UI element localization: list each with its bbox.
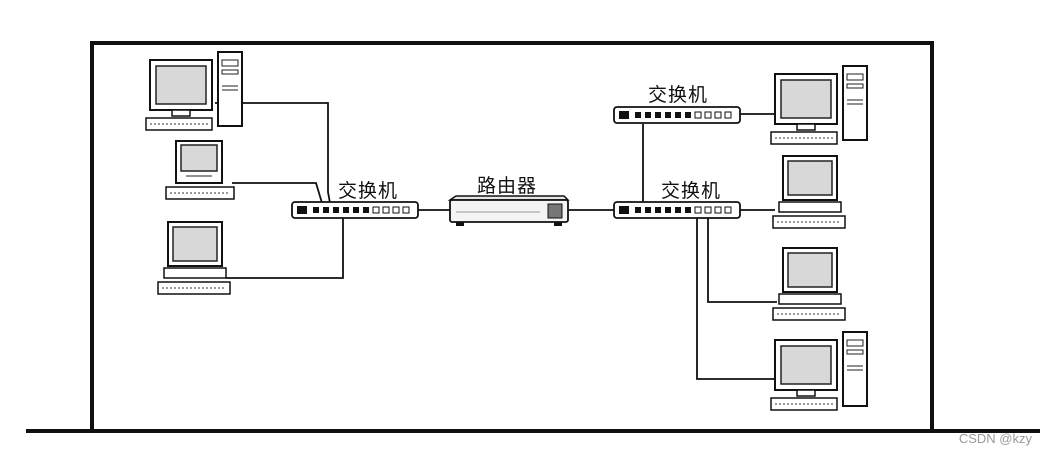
computer-left-1 [145, 51, 243, 131]
switch-top-right [613, 106, 741, 124]
router [447, 195, 570, 226]
switch-mid-right-label: 交换机 [661, 180, 722, 202]
cables-right [568, 113, 777, 380]
switch-top-right-label: 交换机 [648, 84, 709, 106]
computer-right-1 [770, 65, 868, 145]
switch-left-label: 交换机 [338, 180, 399, 202]
router-label: 路由器 [477, 175, 538, 197]
computer-right-2 [772, 155, 846, 229]
computer-right-4 [770, 331, 868, 411]
switch-mid-right [613, 201, 741, 219]
cables-left [215, 102, 450, 279]
computer-right-3 [772, 247, 846, 321]
computer-left-2 [165, 140, 235, 200]
computer-left-3 [157, 221, 231, 295]
watermark: CSDN @kzy [958, 431, 1032, 446]
switch-left [291, 201, 419, 219]
